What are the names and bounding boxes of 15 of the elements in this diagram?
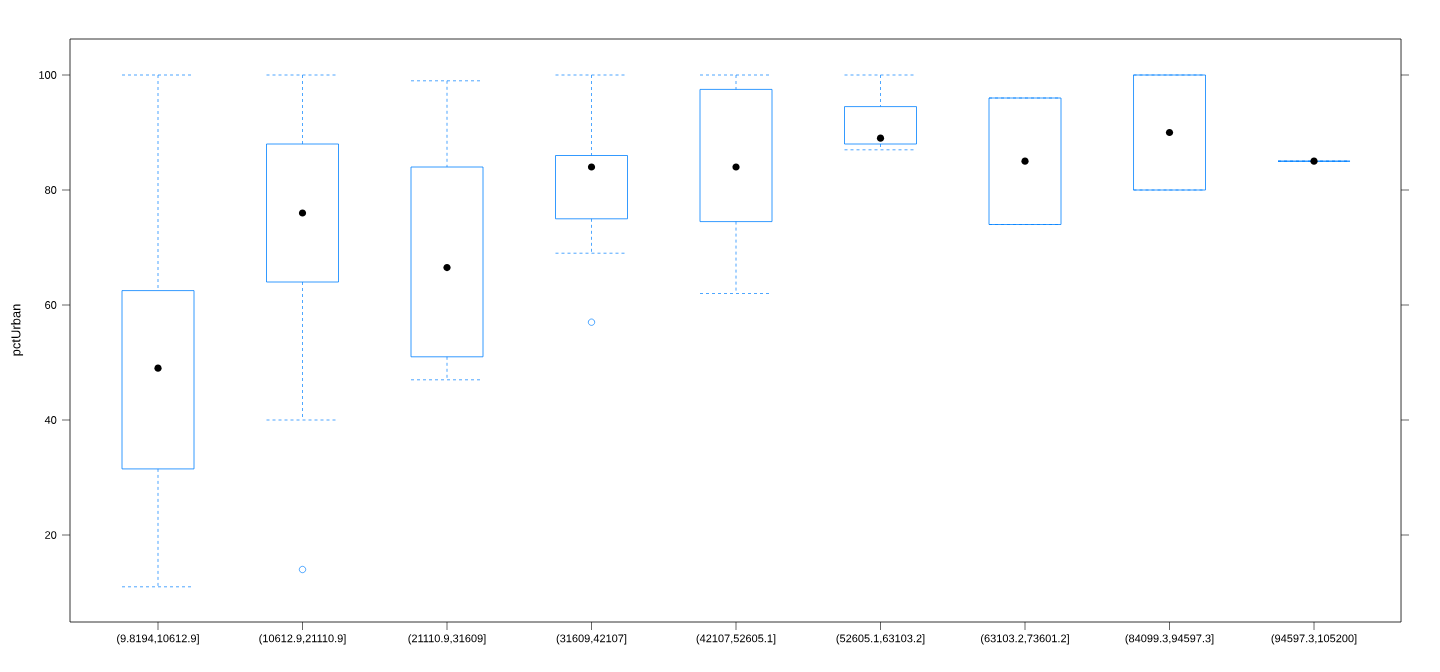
- tick-label: (52605.1,63103.2]: [836, 634, 925, 645]
- tick-label: (84099.3,94597.3]: [1125, 634, 1214, 645]
- tick-label: 100: [39, 71, 57, 79]
- tick-label: (21110.9,31609]: [408, 634, 486, 645]
- tick-label: (9.8194,10612.9]: [117, 634, 199, 645]
- tick-label: (63103.2,73601.2]: [981, 634, 1069, 645]
- tick-label: 20: [45, 531, 57, 539]
- axis-label: pctUrban: [10, 304, 24, 356]
- tick-label: (94597.3,105200]: [1271, 634, 1357, 645]
- tick-label: (31609,42107]: [556, 634, 627, 645]
- tick-label: (42107,52605.1]: [696, 634, 776, 645]
- tick-label: 60: [45, 301, 57, 309]
- tick-label: 40: [44, 416, 57, 424]
- tick-label: 80: [45, 186, 57, 194]
- tick-label: (10612.9,21110.9]: [259, 634, 346, 645]
